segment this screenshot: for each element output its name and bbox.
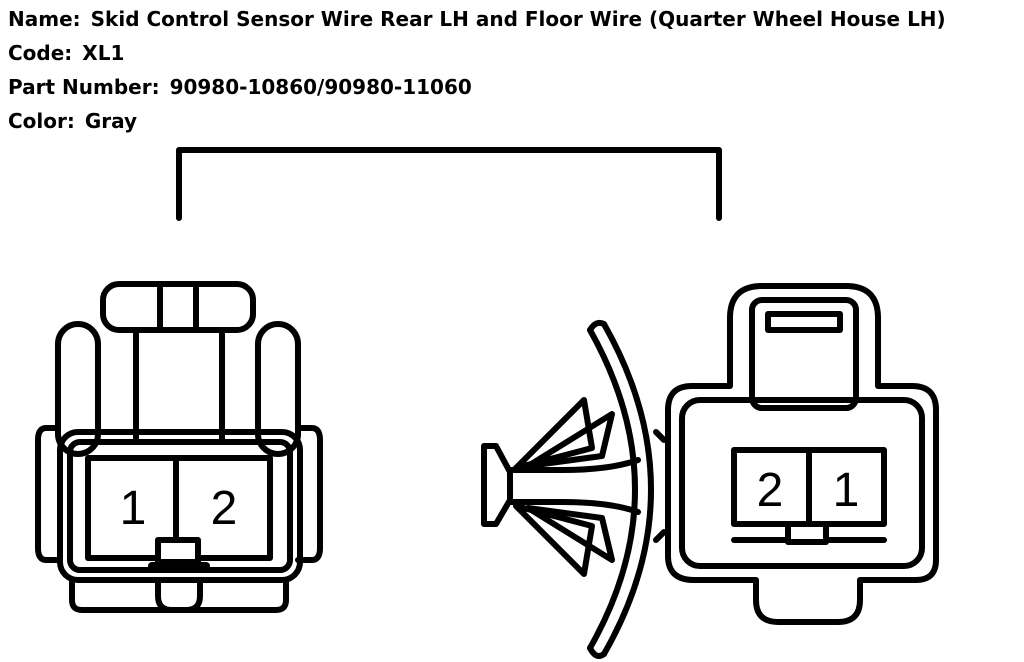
left-side-arm-right [255,321,301,457]
right-latch [749,297,859,411]
left-bottom-notch [155,577,203,613]
connector-left: 1 2 [35,281,323,613]
code-label: Code: [8,41,73,65]
right-pin-2: 2 [757,464,784,517]
right-latch-slot [765,311,843,333]
retainer-clip [481,319,667,659]
left-ear-left [35,425,61,563]
name-value: Skid Control Sensor Wire Rear LH and Flo… [90,7,946,31]
name-label: Name: [8,7,81,31]
part-number-row: Part Number: 90980-10860/90980-11060 [8,70,946,104]
clip-spring-outer [587,327,638,651]
mating-bracket-line [176,147,722,221]
left-body-outer [57,429,303,583]
color-value: Gray [84,109,138,133]
clip-tick-bottom [653,529,667,543]
clip-spring-bottom-cap [587,645,607,659]
clip-barb-top-inner [525,411,615,469]
color-row: Color: Gray [8,104,946,138]
part-number-value: 90980-10860/90980-11060 [169,75,472,99]
clip-pin-head [481,443,513,527]
connector-info: Name: Skid Control Sensor Wire Rear LH an… [8,2,946,138]
color-label: Color: [8,109,75,133]
left-lock-tab [100,281,256,333]
right-pin-1: 1 [833,464,860,517]
right-housing-outer [665,283,939,625]
left-side-arm-left [55,321,101,457]
code-row: Code: XL1 [8,36,946,70]
right-body-inner [679,397,925,569]
left-bottom-skirt [69,577,289,613]
clip-barb-bottom-inner [525,505,615,563]
clip-stem [507,467,565,505]
connector-right: 2 1 [665,283,939,625]
clip-barb-top-outer [513,397,595,471]
clip-tick-top [653,429,667,443]
code-value: XL1 [82,41,125,65]
left-pin-1: 1 [120,482,147,535]
part-number-label: Part Number: [8,75,160,99]
clip-spring-top-cap [587,319,607,333]
clip-barb-bottom-outer [513,503,595,577]
left-pin-2: 2 [211,482,238,535]
left-key [155,537,201,565]
clip-spring-inner [601,321,654,657]
left-neck [133,327,225,443]
clip-stem-flare [559,457,641,515]
right-key [785,521,829,545]
name-row: Name: Skid Control Sensor Wire Rear LH an… [8,2,946,36]
left-ear-right [295,425,323,563]
